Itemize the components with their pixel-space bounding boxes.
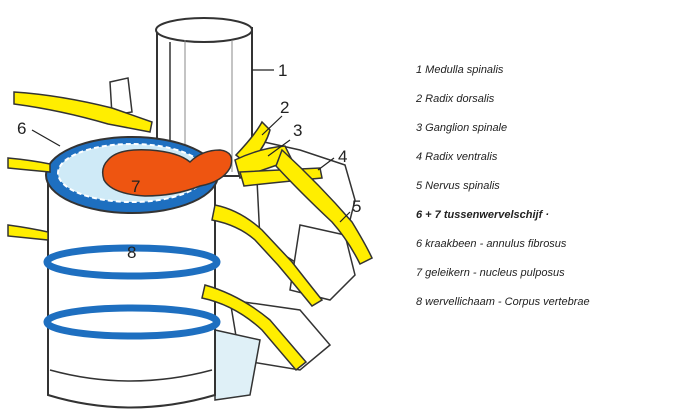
legend-item-2: 2 Radix dorsalis [416, 85, 686, 114]
legend-item-1: 1 Medulla spinalis [416, 56, 686, 85]
callout-3: 3 [293, 121, 302, 140]
legend-item-7: 7 geleikern - nucleus pulposus [416, 259, 686, 288]
legend-item-3: 3 Ganglion spinale [416, 114, 686, 143]
legend-item-6-7: 6 + 7 tussenwervelschijf · [416, 201, 686, 230]
legend: 1 Medulla spinalis 2 Radix dorsalis 3 Ga… [416, 56, 686, 317]
legend-item-4: 4 Radix ventralis [416, 143, 686, 172]
callout-1: 1 [278, 61, 287, 80]
callout-5: 5 [352, 197, 361, 216]
legend-item-6: 6 kraakbeen - annulus fibrosus [416, 230, 686, 259]
legend-item-5: 5 Nervus spinalis [416, 172, 686, 201]
callout-7: 7 [131, 177, 140, 196]
callout-4: 4 [338, 147, 347, 166]
callout-6: 6 [17, 119, 26, 138]
legend-item-8: 8 wervellichaam - Corpus vertebrae [416, 288, 686, 317]
callout-2: 2 [280, 98, 289, 117]
callout-8: 8 [127, 243, 136, 262]
